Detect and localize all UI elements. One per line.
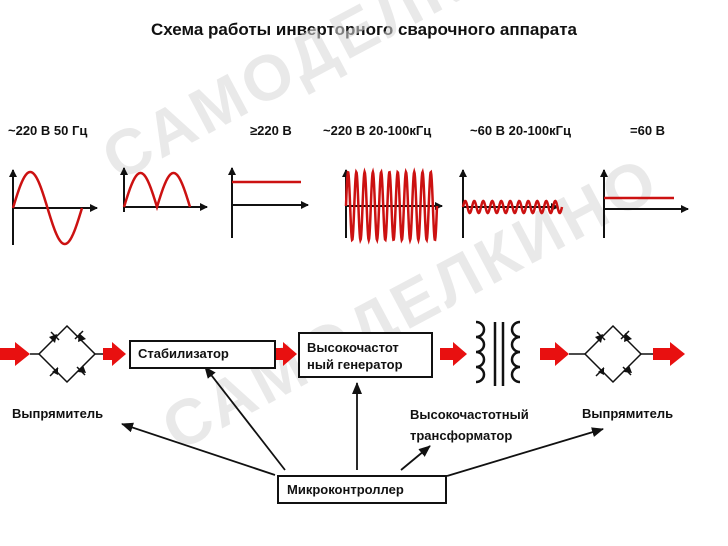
label-hf-low-ac: ~60 В 20-100кГц [470,123,572,138]
flow-arrow-4 [440,342,467,366]
waveform-hf-220 [342,167,443,245]
transformer-symbol [475,320,521,386]
transformer-label-1: Высокочастотный [410,407,529,422]
hf-generator-label-1: Высокочастот [307,340,399,355]
stabilizer-block: Стабилизатор [129,340,276,369]
microcontroller-block: Микроконтроллер [277,475,447,504]
microcontroller-label: Микроконтроллер [287,482,404,497]
waveform-dc-220 [228,167,309,238]
flow-arrow-3 [275,342,297,366]
rectifier-right-label: Выпрямитель [582,406,674,421]
diode-bridge-right [569,324,653,384]
page-title: Схема работы инверторного сварочного апп… [150,20,577,39]
waveform-dc-60 [600,169,689,238]
flow-arrow-6 [653,342,685,366]
flow-arrows [0,342,685,366]
label-hf-ac: ~220 В 20-100кГц [323,123,432,138]
waveform-hf-60 [459,169,564,238]
flow-arrow-2 [103,342,126,366]
stabilizer-label: Стабилизатор [138,346,229,361]
waveform-rectified [120,167,208,212]
label-ac-input: ~220 В 50 Гц [8,123,88,138]
rectifier-left-label: Выпрямитель [12,406,104,421]
hf-generator-label-2: ный генератор [307,357,403,372]
transformer-label-2: трансформатор [410,428,513,443]
flow-arrow-1 [0,342,30,366]
control-arrows [121,366,604,477]
label-dc-output: =60 В [630,123,666,138]
waveform-ac-input [9,169,98,246]
label-dc-rectified: ≥220 В [250,123,292,138]
diode-bridge-left [30,324,103,384]
hf-generator-block: Высокочастот ный генератор [298,332,433,378]
flow-arrow-5 [540,342,569,366]
